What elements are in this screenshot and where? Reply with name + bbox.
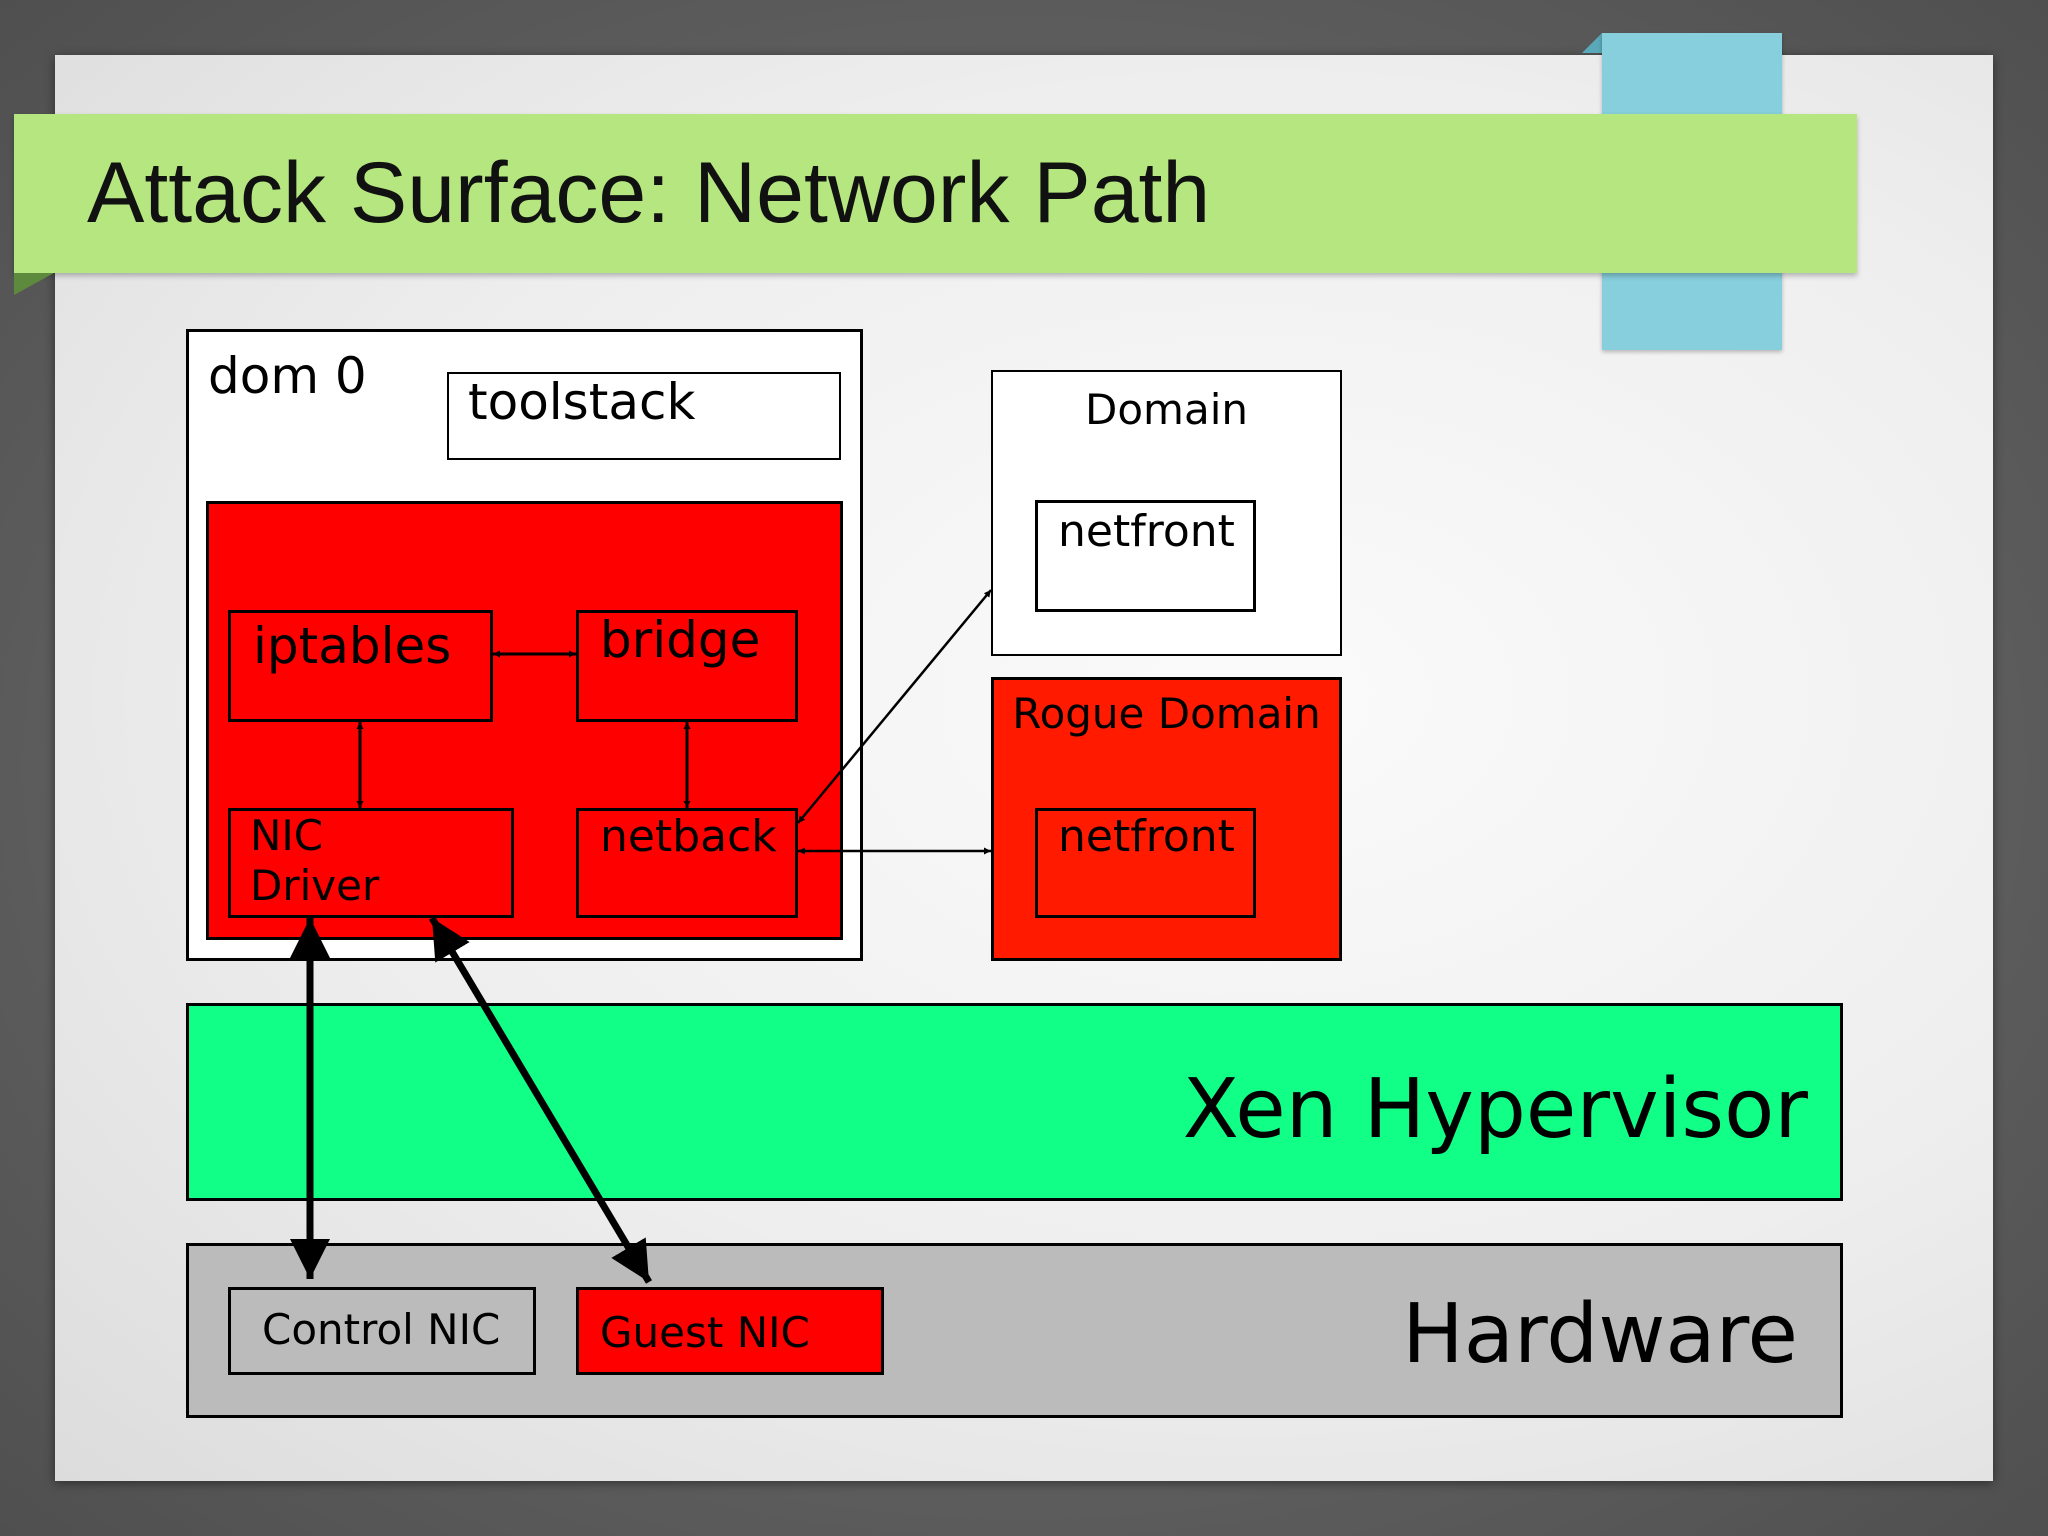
hardware-label: Hardware — [1402, 1287, 1798, 1382]
control-nic-box — [228, 1287, 536, 1375]
bridge-box — [576, 610, 798, 722]
title-banner — [14, 114, 1857, 273]
rogue-domain-label: Rogue Domain — [1012, 689, 1321, 738]
domain-netfront-box — [1035, 500, 1256, 612]
bridge-label: bridge — [600, 611, 761, 669]
nic-driver-label: NIC Driver — [250, 811, 380, 911]
rogue-netfront-box — [1035, 808, 1256, 918]
guest-nic-label: Guest NIC — [600, 1308, 810, 1357]
nic-driver-box — [228, 808, 514, 918]
iptables-box — [228, 610, 493, 722]
toolstack-box — [447, 372, 841, 460]
rogue-netfront-label: netfront — [1058, 811, 1235, 862]
toolstack-label: toolstack — [468, 373, 696, 431]
netback-box — [576, 808, 798, 918]
domain-netfront-label: netfront — [1058, 506, 1235, 557]
slide-title: Attack Surface: Network Path — [87, 145, 1211, 241]
hypervisor-label: Xen Hypervisor — [1182, 1062, 1808, 1157]
guest-nic-box — [576, 1287, 884, 1375]
domain-label: Domain — [1085, 385, 1248, 434]
control-nic-label: Control NIC — [262, 1305, 501, 1354]
accent-tab-fold — [1582, 33, 1602, 53]
iptables-label: iptables — [253, 617, 452, 675]
dom0-label: dom 0 — [208, 347, 367, 405]
netback-label: netback — [600, 811, 777, 862]
title-banner-fold — [14, 273, 54, 295]
